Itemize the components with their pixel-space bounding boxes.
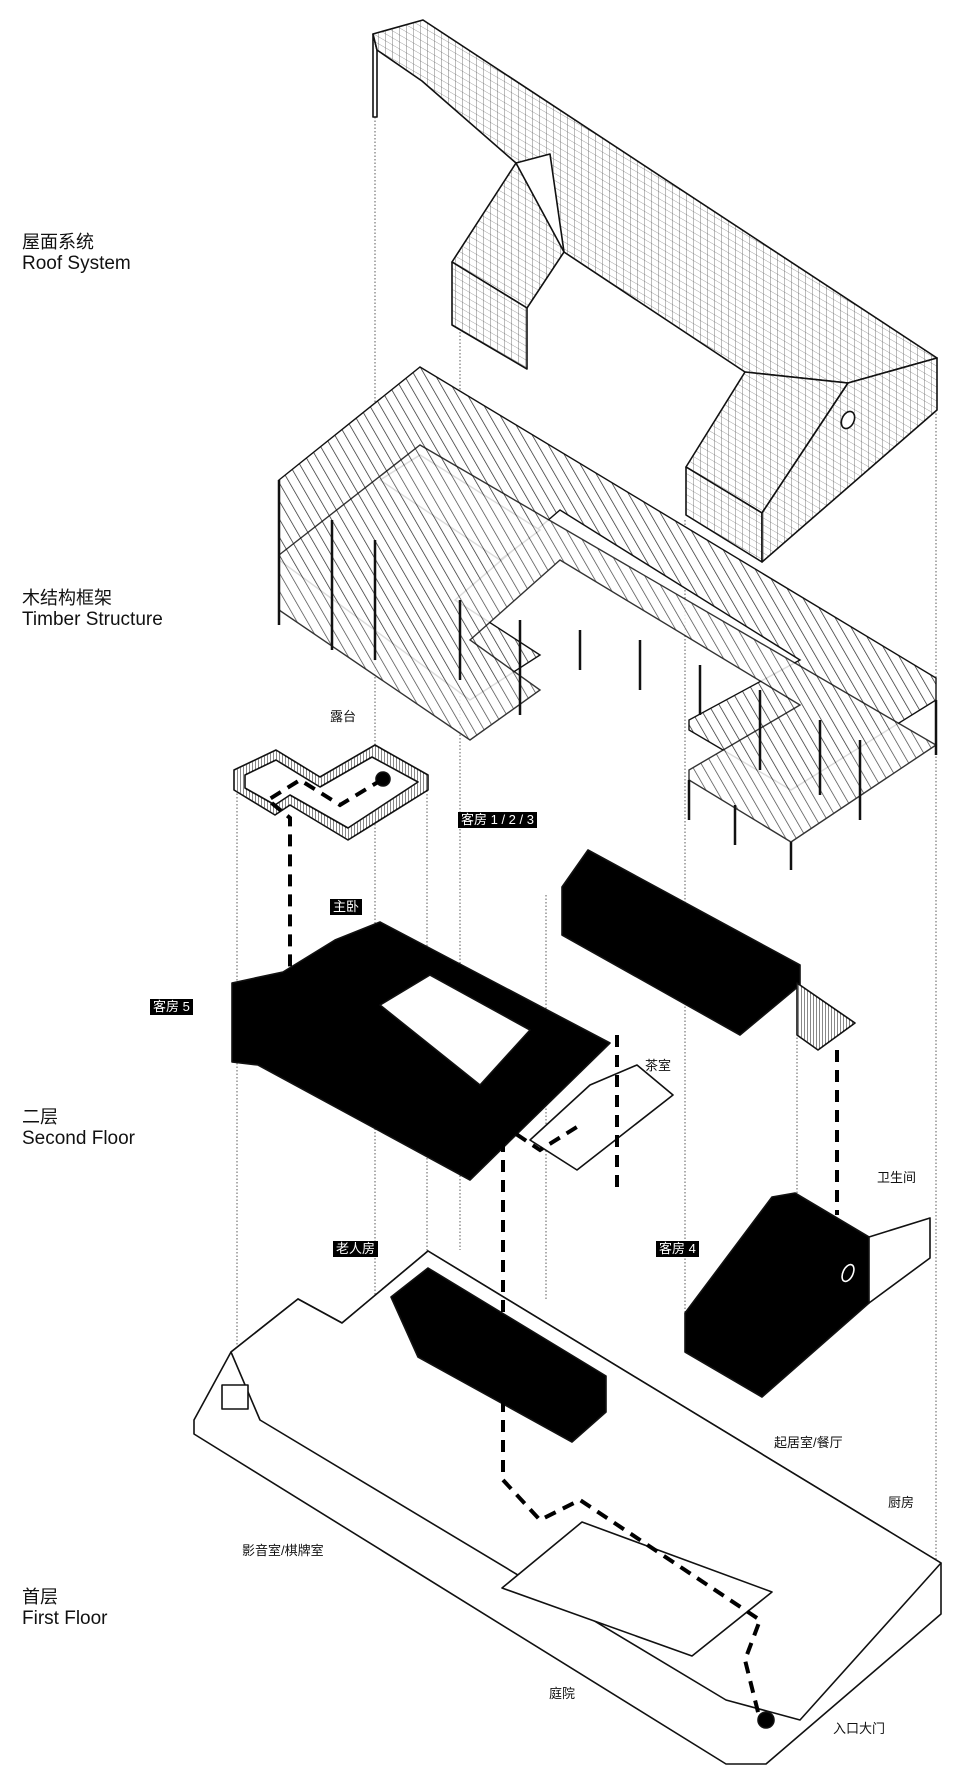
tag-master-bedroom: 主卧	[330, 899, 363, 915]
roof-system	[372, 19, 938, 563]
entrance-marker	[757, 1711, 775, 1729]
roof-window-circle	[840, 410, 856, 430]
layer-title-first-floor: 首层 First Floor	[22, 1587, 108, 1630]
media-room-box	[221, 1384, 249, 1410]
label-bathroom: 卫生间	[877, 1170, 917, 1185]
second-floor-courtyard	[379, 974, 531, 1086]
tag-guest-rooms-123: 客房 1 / 2 / 3	[458, 812, 537, 828]
layer-title-zh: 木结构框架	[22, 588, 112, 608]
tea-room-platform	[529, 1064, 674, 1171]
label-entrance-gate: 入口大门	[833, 1721, 886, 1736]
first-floor-rooms-outline	[230, 1250, 942, 1721]
guest-rooms-123-block	[561, 849, 801, 1036]
bathroom-stair	[796, 982, 856, 1051]
roof-gable-end	[761, 357, 938, 563]
layer-title-en: First Floor	[22, 1607, 108, 1629]
second-floor-main-block	[231, 921, 611, 1181]
tag-elderly-room: 老人房	[333, 1241, 379, 1257]
layer-title-roof: 屋面系统 Roof System	[22, 232, 131, 275]
first-floor-courtyard	[501, 1521, 773, 1657]
timber-structure	[277, 366, 938, 870]
elderly-room-block	[390, 1267, 607, 1443]
layer-title-zh: 屋面系统	[22, 232, 94, 252]
guest-room-4-bath	[868, 1217, 931, 1304]
layer-title-en: Second Floor	[22, 1127, 136, 1149]
roof-left-wing-face	[451, 261, 528, 370]
layer-title-zh: 二层	[22, 1107, 58, 1127]
layer-title-en: Timber Structure	[22, 608, 163, 630]
layer-title-en: Roof System	[22, 252, 131, 274]
label-media-game-room: 影音室/棋牌室	[242, 1543, 324, 1558]
circulation-path	[264, 777, 839, 1721]
label-living-dining: 起居室/餐厅	[774, 1435, 843, 1450]
label-terrace: 露台	[330, 709, 357, 724]
layer-title-zh: 首层	[22, 1587, 58, 1607]
second-floor	[231, 744, 931, 1398]
layer-title-second-floor: 二层 Second Floor	[22, 1107, 135, 1150]
tag-guest-room-5: 客房 5	[150, 999, 193, 1015]
label-courtyard: 庭院	[549, 1686, 576, 1701]
timber-posts	[277, 480, 938, 870]
layer-title-timber: 木结构框架 Timber Structure	[22, 588, 163, 631]
label-kitchen: 厨房	[888, 1495, 915, 1510]
terrace-floor	[244, 756, 419, 829]
guest-room-4-window-circle	[841, 1263, 855, 1283]
guest-room-4-block	[684, 1192, 870, 1398]
tag-guest-room-4: 客房 4	[656, 1241, 699, 1257]
label-tea-room: 茶室	[645, 1058, 672, 1073]
